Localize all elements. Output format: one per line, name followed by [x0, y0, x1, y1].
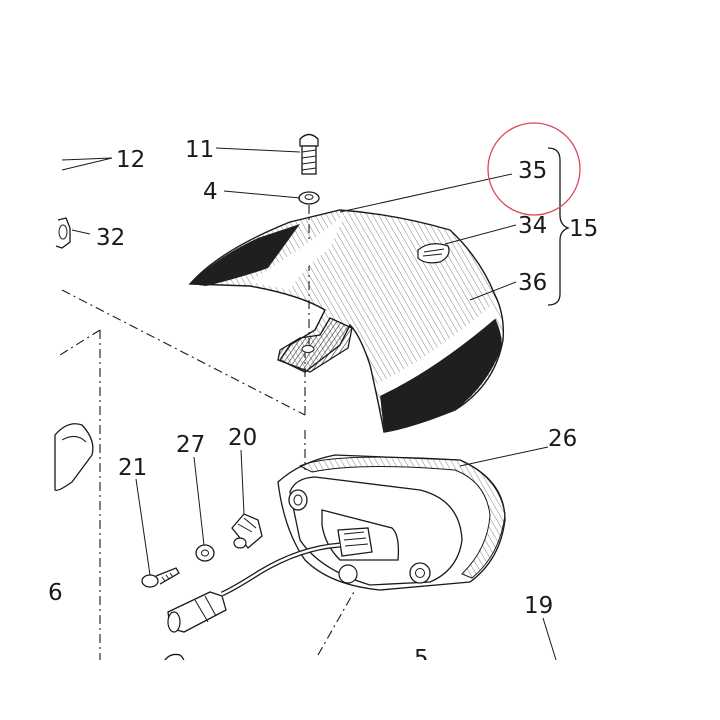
- group-bracket-15: [547, 147, 570, 306]
- callout-4: 4: [203, 179, 218, 205]
- tail-light-housing-part-26: [277, 454, 506, 591]
- callout-36: 36: [518, 270, 547, 296]
- part-32-fragment: [55, 217, 71, 249]
- bulb-socket-part-20: [231, 513, 263, 549]
- leader-lines: [71, 147, 557, 661]
- callout-35: 35: [518, 158, 547, 184]
- callout-32: 32: [96, 225, 125, 251]
- part-6-fragment: [54, 423, 94, 491]
- callout-34: 34: [518, 213, 547, 239]
- callout-20: 20: [228, 425, 257, 451]
- callout-27: 27: [176, 432, 205, 458]
- tail-cover-assembly: [188, 209, 505, 433]
- callout-26: 26: [548, 426, 577, 452]
- wiring-harness: [167, 542, 341, 633]
- callout-12: 12: [116, 147, 145, 173]
- callout-11: 11: [185, 137, 214, 163]
- callout-labels: 11 12 4 35 34 15 32 36 27 20 26 21 19 5 …: [48, 137, 598, 672]
- screw-part-21: [141, 567, 180, 588]
- part-12-leaders: [61, 157, 113, 171]
- callout-15: 15: [569, 216, 598, 242]
- washer-part-4: [298, 191, 320, 205]
- bottom-crop: [0, 660, 720, 720]
- callout-19: 19: [524, 593, 553, 619]
- screw-part-11: [299, 133, 319, 175]
- callout-6-partial: 6: [48, 580, 63, 606]
- callout-21: 21: [118, 455, 147, 481]
- washer-part-27: [195, 544, 215, 562]
- highlight-circle: [487, 122, 581, 216]
